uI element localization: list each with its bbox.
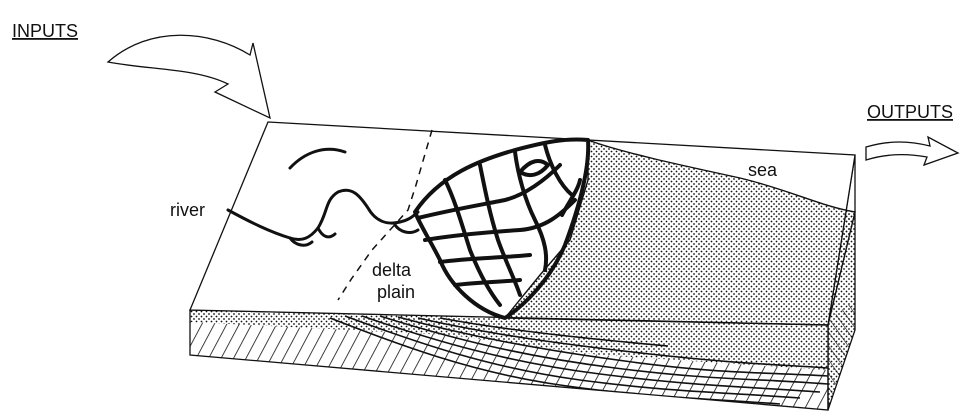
river-label: river [170, 200, 205, 220]
block-front-face [190, 310, 828, 410]
inputs-label: INPUTS [12, 21, 78, 41]
delta-label: delta [372, 260, 412, 280]
outputs-arrow [866, 137, 958, 165]
inputs-arrow [108, 35, 270, 118]
outputs-label: OUTPUTS [867, 102, 953, 122]
sea-label: sea [748, 160, 778, 180]
plain-label: plain [377, 282, 415, 302]
